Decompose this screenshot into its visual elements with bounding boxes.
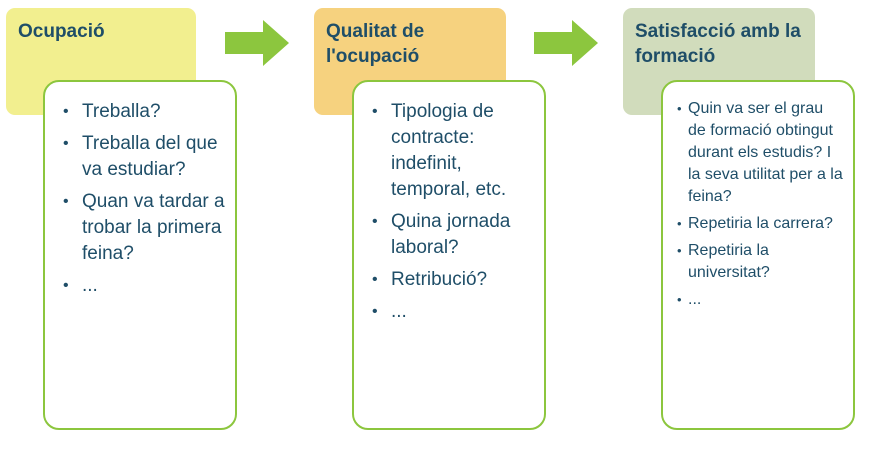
list-item: •Repetiria la universitat? [677,242,770,281]
stage-title: Qualitat de l'ocupació [326,21,425,67]
list-item: •Quan va tardar a trobar la primera fein… [63,191,225,264]
list-item: •... [663,289,845,311]
list-item: •... [45,273,235,299]
bullet-icon: • [372,271,378,288]
list-item: •Quina jornada laboral? [372,211,511,258]
bullet-icon: • [63,193,69,210]
stage-card-qualitat: •Tipologia de contracte: indefinit, temp… [352,80,546,430]
bullet-icon: • [372,303,378,320]
bullet-icon: • [372,213,378,230]
question-list: •Quin va ser el grau de formació obtingu… [663,98,845,311]
list-item: •Treballa del que va estudiar? [63,133,218,180]
right-arrow-icon [534,20,598,66]
right-arrow-icon [225,20,289,66]
list-item: •Treballa? [45,99,235,125]
bullet-icon: • [677,216,682,231]
list-item: •Repetiria la carrera? [663,213,845,235]
question-list: •Treballa? •Treballa del que va estudiar… [45,99,235,299]
list-item: •Retribució? [354,267,538,293]
stage-title: Ocupació [18,21,105,42]
bullet-icon: • [677,243,682,258]
bullet-icon: • [372,103,378,120]
stage-title: Satisfacció amb la formació [635,21,801,67]
list-item: •Quin va ser el grau de formació obtingu… [677,100,843,205]
bullet-icon: • [63,277,69,294]
bullet-icon: • [677,292,682,307]
bullet-icon: • [677,101,682,116]
question-list: •Tipologia de contracte: indefinit, temp… [354,99,538,325]
stage-card-ocupacio: •Treballa? •Treballa del que va estudiar… [43,80,237,430]
list-item: •... [354,299,538,325]
list-item: •Tipologia de contracte: indefinit, temp… [372,101,507,200]
stage-card-satisfaccio: •Quin va ser el grau de formació obtingu… [661,80,855,430]
bullet-icon: • [63,135,69,152]
bullet-icon: • [63,103,69,120]
